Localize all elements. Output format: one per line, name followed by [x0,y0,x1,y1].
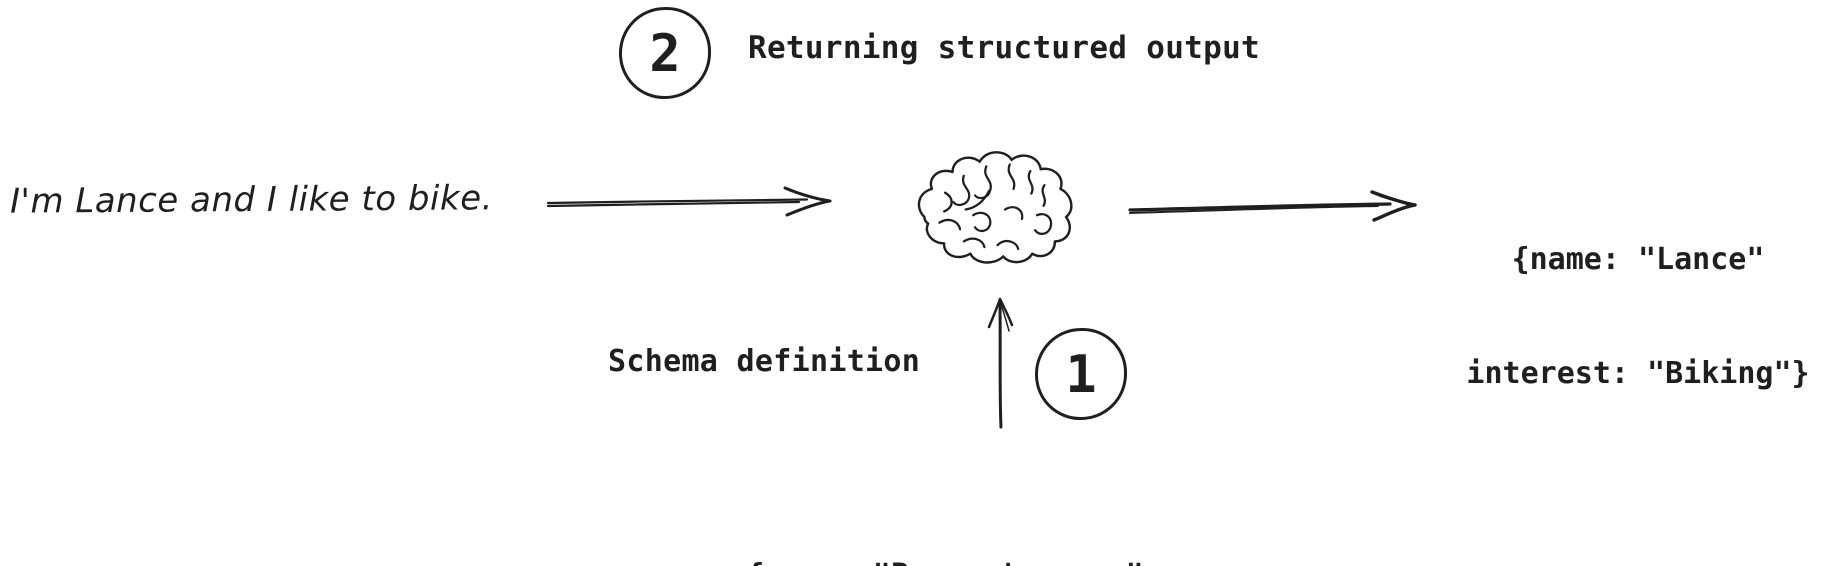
structured-output-json-line-2: interest: "Biking"} [1466,356,1810,391]
schema-up-arrow-icon [987,297,1014,429]
step-1-number: 1 [1065,345,1097,405]
step-2-label: Returning structured output [748,30,1261,66]
step-2-number: 2 [649,24,681,84]
brain-icon [917,151,1073,264]
user-input-text: I'm Lance and I like to bike. [9,178,493,222]
step-2-circle: 2 [619,7,711,99]
output-arrow-icon [1128,190,1417,222]
structured-output-json: {name: "Lance" interest: "Biking"} [1440,165,1836,469]
schema-json-line-1: {name: "Person's name" [645,555,1245,566]
schema-json: {name: "Person's name" interest: "Person… [645,471,1245,566]
input-arrow-icon [546,186,832,217]
structured-output-json-line-1: {name: "Lance" [1511,242,1765,277]
step-1-circle: 1 [1035,328,1127,420]
schema-definition-label: Schema definition [608,344,921,379]
